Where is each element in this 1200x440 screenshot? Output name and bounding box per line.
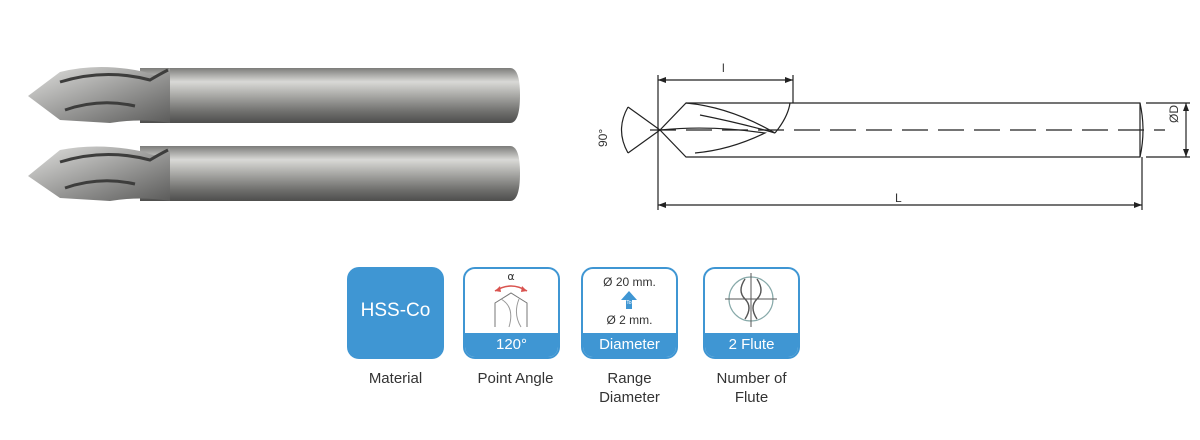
range-to-label: To [625, 300, 631, 306]
dim-l-label: l [722, 61, 725, 75]
caption-material-line1: Material [368, 370, 423, 387]
spec-card-flute: 2 Flute [703, 267, 800, 359]
technical-drawing: l L ØD 90° [590, 55, 1190, 225]
spec-card-range-diameter: Ø 20 mm. To Ø 2 mm. Diameter [581, 267, 678, 359]
range-max: Ø 20 mm. [603, 275, 656, 289]
caption-flute-line1: Number of [716, 370, 787, 387]
dim-d-label: ØD [1167, 105, 1181, 123]
caption-material: Material [337, 369, 454, 388]
caption-range-line1: Range [607, 370, 652, 387]
drill-outline-drawing [620, 75, 1190, 210]
caption-range-line2: Diameter [599, 389, 660, 406]
caption-number-of-flute: Number of Flute [693, 369, 810, 407]
dim-L-label: L [895, 191, 902, 205]
alpha-symbol: α [507, 270, 514, 283]
point-angle-icon: α [494, 270, 528, 328]
range-min: Ø 2 mm. [606, 313, 653, 327]
point-angle-value: 120° [465, 333, 558, 357]
spec-card-point-angle: α 120° [463, 267, 560, 359]
drill-bit-top [28, 67, 520, 123]
drill-bit-bottom [28, 146, 520, 201]
range-arrow-icon: To [621, 291, 637, 309]
angle-label: 90° [596, 128, 610, 147]
caption-range-diameter: Range Diameter [571, 369, 688, 407]
caption-flute-line2: Flute [734, 389, 769, 406]
flute-cross-section-icon [725, 273, 777, 327]
material-value: HSS-Co [360, 300, 431, 321]
flute-value: 2 Flute [705, 333, 798, 357]
caption-point-angle: Point Angle [452, 369, 579, 388]
caption-point-angle-line1: Point Angle [477, 370, 554, 387]
drill-bits-photo [28, 67, 520, 201]
range-diameter-value: Diameter [583, 333, 676, 357]
spec-card-material: HSS-Co [347, 267, 444, 359]
